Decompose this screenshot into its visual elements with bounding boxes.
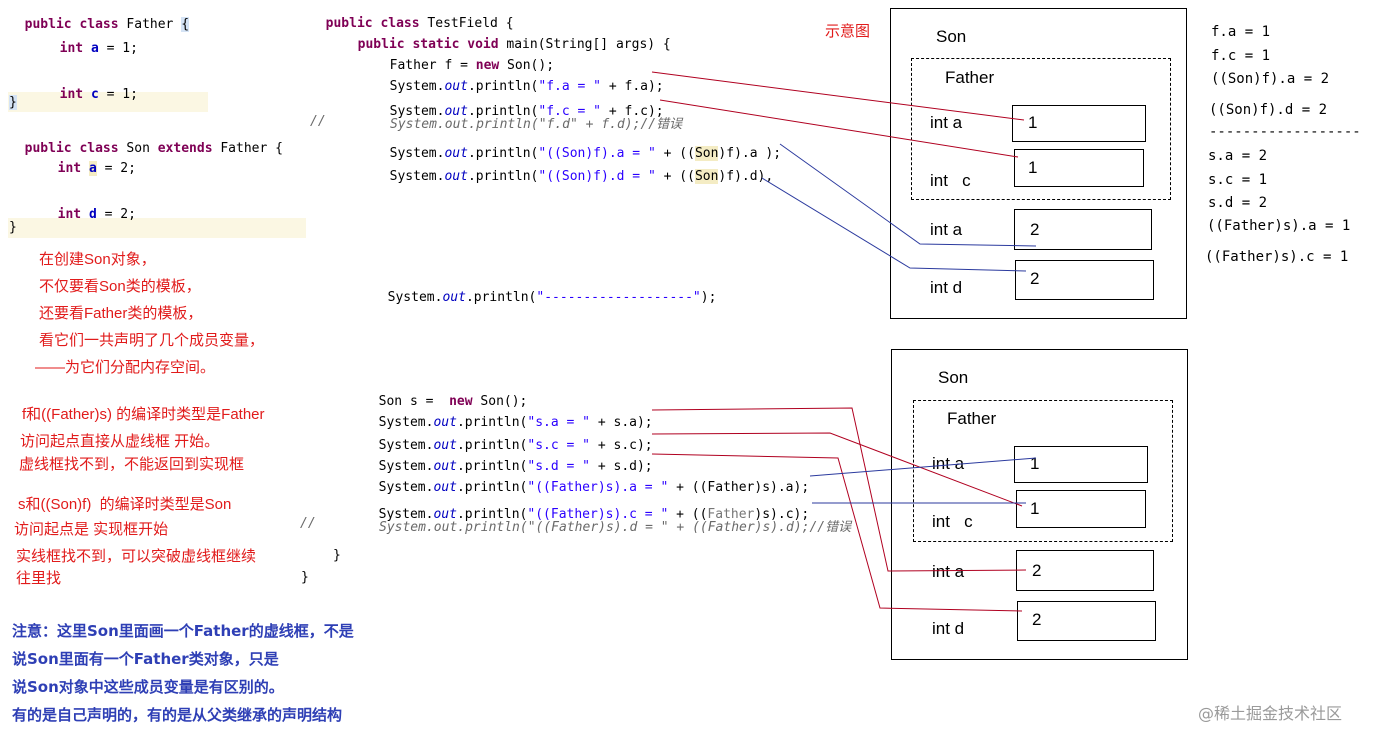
testfield-class-decl: public class TestField { [325,16,514,31]
field-value: 2 [1030,269,1040,288]
watermark: @稀土掘金技术社区 [1198,704,1343,723]
line-highlight [8,92,208,112]
son-field-d: int d = 2; [57,207,136,222]
diagram-caption: 示意图 [825,23,871,40]
field-value: 1 [1028,158,1038,177]
son-field-a: int a = 2; [57,161,136,176]
field-value: 2 [1032,610,1042,629]
code-line-father-f: Father f = new Son(); [389,58,555,73]
son-label: Son [936,27,967,46]
main-method-close: } [333,548,341,563]
field-label: int d [930,278,963,297]
field-label: int a [930,220,963,239]
field-value: 2 [1030,220,1040,239]
field-label: int d [932,619,965,638]
field-value-box [1015,260,1154,300]
main-method-decl: public static void main(String[] args) { [357,37,671,52]
code-line-print-dashes: System.out.println("-------------------"… [387,290,717,305]
field-label: int a [930,113,963,132]
father-label: Father [945,68,995,87]
code-line-print-sc: System.out.println("s.c = " + s.c); [378,438,653,453]
code-line-son-s: Son s = new Son(); [378,394,528,409]
son-class-close: } [9,220,17,235]
field-label: int a [932,562,965,581]
father-field-c: int c = 1; [59,87,138,102]
code-line-print-sd: System.out.println("s.d = " + s.d); [378,459,653,474]
code-line-print-fc: System.out.println("f.c = " + f.c); [389,104,664,119]
son-label: Son [938,368,969,387]
son-class-decl: public class Son extends Father { [24,141,283,156]
field-value: 2 [1032,561,1042,580]
father-class-close: } [9,95,17,110]
father-field-a: int a = 1; [59,41,138,56]
field-value: 1 [1030,454,1040,473]
code-line-print-sa: System.out.println("s.a = " + s.a); [378,415,653,430]
comment-slash: // [310,114,326,129]
field-value: 1 [1028,113,1038,132]
code-line-print-father-sa: System.out.println("((Father)s).a = " + … [378,480,810,495]
field-label: int c [932,512,973,531]
father-class-decl: public class Father { [24,17,190,32]
code-line-print-fa: System.out.println("f.a = " + f.a); [389,79,664,94]
father-label: Father [947,409,997,428]
field-label: int a [932,454,965,473]
line-highlight [8,218,306,238]
comment-slash: // [300,516,316,531]
code-comment-fd-error: System.out.println("f.d" + f.d);//错误 [390,117,683,132]
code-line-print-son-fd: System.out.println("((Son)f).d = " + ((S… [389,169,774,184]
field-value-box [1017,601,1156,641]
code-comment-father-sd-error: System.out.println("((Father)s).d = " + … [379,520,852,535]
field-label: int c [930,171,971,190]
testfield-class-close: } [301,570,309,585]
field-value: 1 [1030,499,1040,518]
